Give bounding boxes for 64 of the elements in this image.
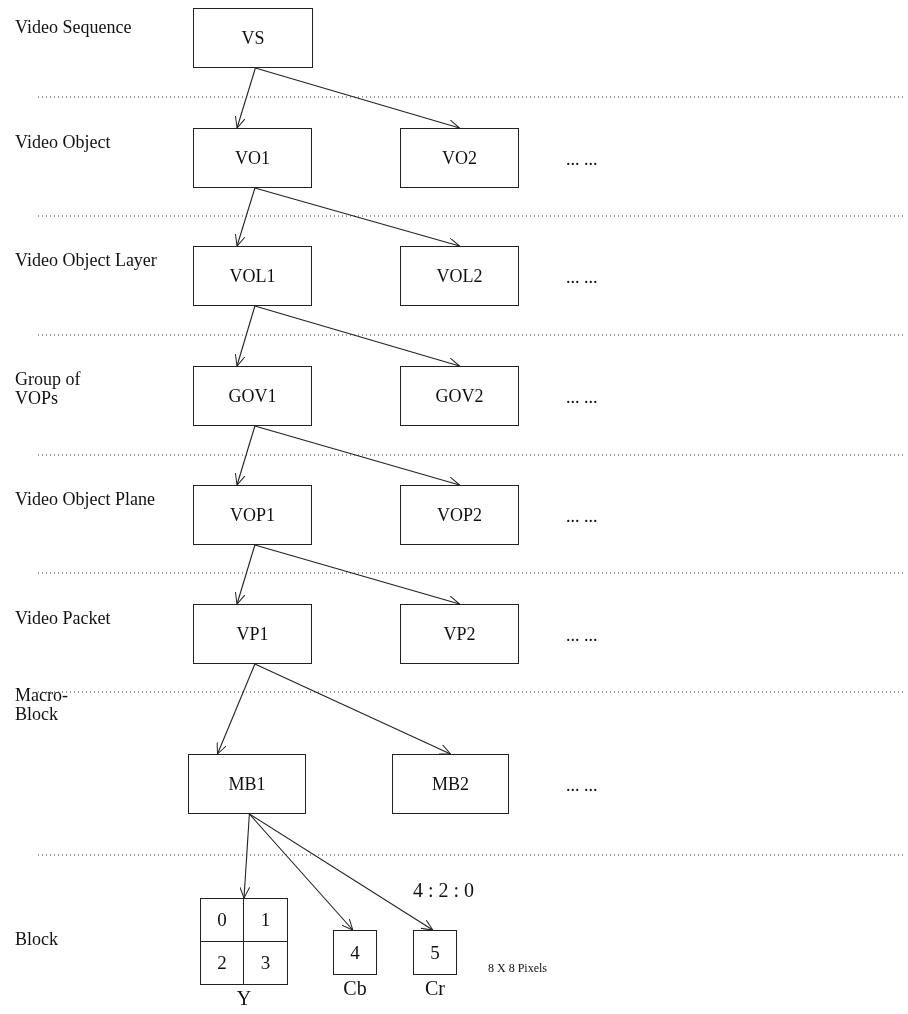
ellipsis: ... ... xyxy=(566,626,598,645)
note: 4 : 2 : 0 xyxy=(413,880,475,901)
arrow xyxy=(254,663,452,755)
layer-box xyxy=(188,754,306,814)
arrow xyxy=(248,813,434,931)
layer-name: VO1 xyxy=(235,147,270,169)
level-label: Macro-Block xyxy=(15,686,69,724)
block-number: 2 xyxy=(201,941,244,984)
layer-box xyxy=(400,366,519,426)
level-label: Video Object Layer xyxy=(15,251,158,270)
layer-name: VOP1 xyxy=(230,504,275,526)
layer-box xyxy=(193,246,312,306)
layer-box xyxy=(193,366,312,426)
ellipsis: ... ... xyxy=(566,150,598,169)
layer-name: VOL2 xyxy=(436,265,483,287)
block-number: 3 xyxy=(259,950,272,975)
block-box xyxy=(333,930,377,975)
arrow xyxy=(235,187,256,247)
level-label: Video Packet xyxy=(15,609,112,628)
arrow xyxy=(239,813,251,899)
ellipsis: ... ... xyxy=(566,268,598,287)
layer-box xyxy=(400,485,519,545)
block-number: 4 xyxy=(350,941,360,964)
ellipsis: ... ... xyxy=(566,776,598,795)
level-label: Video Sequence xyxy=(15,18,133,37)
component-label: Cb xyxy=(343,977,367,1000)
layer-name: VP2 xyxy=(443,623,476,645)
layer-name: VOP2 xyxy=(437,504,482,526)
block-box xyxy=(413,930,457,975)
arrow xyxy=(234,425,256,486)
component-label: Cr xyxy=(425,977,445,1000)
layer-box xyxy=(193,604,312,664)
level-label: Group of VOPs xyxy=(15,370,82,408)
level-label: Block xyxy=(15,930,58,949)
layer-name: MB2 xyxy=(432,773,469,795)
block-number: 1 xyxy=(244,899,287,942)
arrow xyxy=(234,305,256,367)
block-grid xyxy=(200,898,288,985)
block-number: 0 xyxy=(201,899,244,942)
arrow xyxy=(234,67,256,129)
ellipsis: ... ... xyxy=(566,388,598,407)
layer-name: VP1 xyxy=(236,623,269,645)
level-label: Video Object Plane xyxy=(15,490,156,509)
layer-box xyxy=(193,485,312,545)
layer-box xyxy=(400,128,519,188)
layer-name: VOL1 xyxy=(229,265,276,287)
layer-box xyxy=(400,246,519,306)
arrow xyxy=(216,663,256,755)
arrow xyxy=(234,544,256,605)
layer-name: MB1 xyxy=(228,773,266,795)
layer-box xyxy=(392,754,509,814)
layer-name: GOV1 xyxy=(228,385,277,407)
block-number: 5 xyxy=(430,941,440,964)
layer-box xyxy=(193,128,312,188)
layer-name: VS xyxy=(241,27,265,49)
level-label: Video Object xyxy=(15,133,112,152)
layer-box xyxy=(400,604,519,664)
component-label: Y xyxy=(236,987,252,1010)
layer-box xyxy=(193,8,313,68)
layer-name: VO2 xyxy=(442,147,477,169)
ellipsis: ... ... xyxy=(566,507,598,526)
note: 8 X 8 Pixels xyxy=(488,962,547,975)
layer-name: GOV2 xyxy=(435,385,484,407)
arrow xyxy=(248,813,354,931)
